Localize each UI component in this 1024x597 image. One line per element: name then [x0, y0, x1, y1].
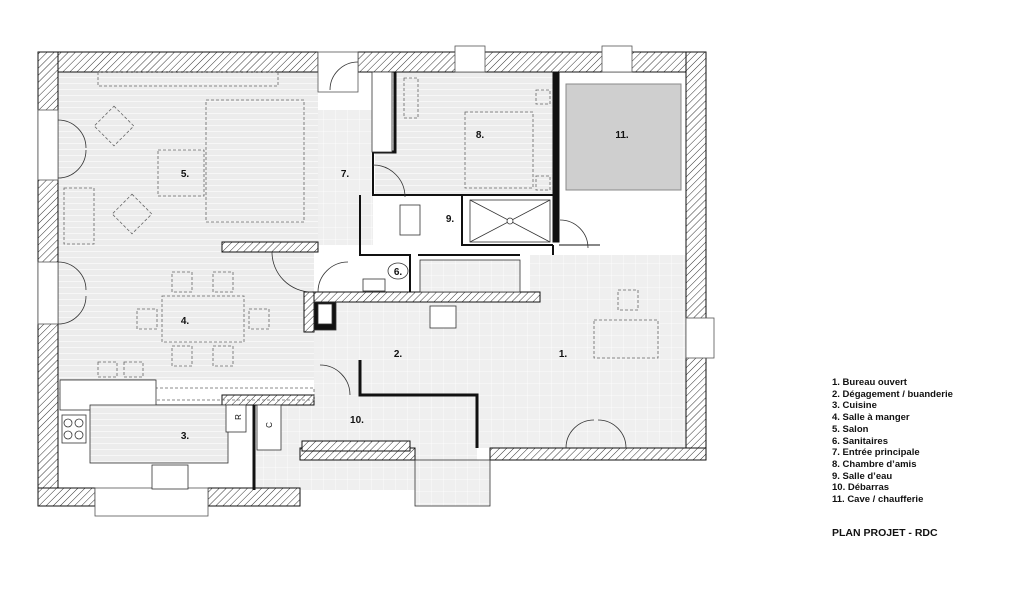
- fridge-label: R: [234, 414, 243, 420]
- floor-chambre: [375, 72, 553, 194]
- utility-sink: [429, 305, 457, 329]
- cooktop: [61, 414, 87, 444]
- legend-item: 11. Cave / chaufferie: [832, 494, 924, 506]
- exterior-stairs: [414, 459, 491, 507]
- armchair: [93, 105, 135, 147]
- legend-item: 5. Salon: [832, 423, 869, 435]
- room-legend: 1. Bureau ouvert 2. Dégagement / buander…: [832, 377, 953, 506]
- floors: [58, 72, 686, 490]
- dining-table: [161, 295, 245, 343]
- floor-salon: [58, 72, 318, 244]
- room-label-11: 11.: [615, 130, 629, 141]
- room-label-9: 9.: [446, 214, 455, 225]
- legend-item: 4. Salle à manger: [832, 412, 910, 424]
- legend-item: 1. Bureau ouvert: [832, 377, 907, 388]
- room-label-10: 10.: [350, 415, 364, 426]
- toilet: [387, 262, 409, 280]
- legend-item: 8. Chambre d’amis: [832, 458, 917, 470]
- coffee-table: [157, 149, 205, 197]
- bed: [464, 111, 534, 189]
- desk: [593, 319, 659, 359]
- room-label-8: 8.: [476, 130, 485, 141]
- doors: [57, 61, 627, 449]
- floor-bureau-top: [530, 255, 686, 305]
- plan-title: PLAN PROJET - RDC: [832, 527, 938, 539]
- thin-walls: [60, 72, 600, 490]
- room-label-2: 2.: [394, 349, 403, 360]
- room-label-3: 3.: [181, 431, 190, 442]
- floor-entree: [318, 110, 373, 245]
- kitchen-sink: [151, 464, 189, 490]
- armchair: [111, 193, 153, 235]
- legend-item: 6. Sanitaires: [832, 435, 888, 447]
- window-openings: [37, 45, 715, 517]
- legend-item: 9. Salle d’eau: [832, 470, 893, 482]
- fridge: [225, 404, 247, 433]
- room-label-1: 1.: [559, 349, 568, 360]
- room-label-5: 5.: [181, 169, 190, 180]
- cabinet-label: C: [265, 422, 274, 428]
- legend-item: 3. Cuisine: [832, 400, 877, 412]
- room-label-6: 6.: [394, 267, 403, 278]
- legend-item: 2. Dégagement / buanderie: [832, 388, 953, 400]
- legend-item: 10. Débarras: [832, 482, 890, 494]
- stairs: [419, 259, 521, 293]
- washbasin: [399, 204, 421, 236]
- floor-salle-a-manger: [58, 244, 314, 380]
- room-label-7: 7.: [341, 169, 350, 180]
- kitchen-fixtures: [59, 71, 551, 507]
- chaudiere: [565, 83, 682, 191]
- legend-item: 7. Entrée principale: [832, 447, 920, 459]
- furniture: [59, 71, 659, 401]
- cabinet: [256, 404, 282, 451]
- room-label-4: 4.: [181, 316, 190, 327]
